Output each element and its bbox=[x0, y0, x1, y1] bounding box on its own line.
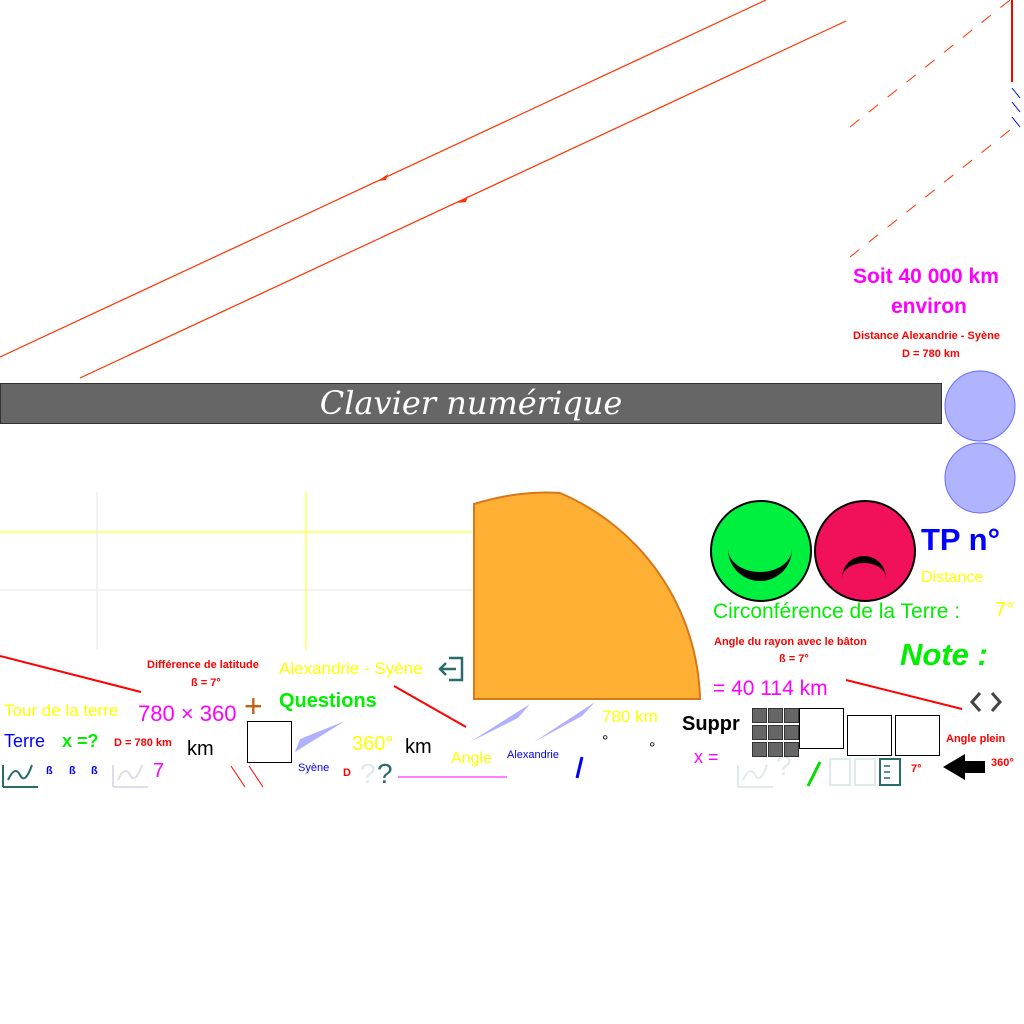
dashed-line bbox=[849, 129, 1011, 258]
beta-symbol: ß bbox=[46, 765, 53, 777]
help-icon[interactable]: ? bbox=[377, 758, 393, 789]
arc-mark bbox=[230, 765, 246, 788]
km780-label: 780 km bbox=[602, 707, 658, 726]
happy-smiley-button[interactable] bbox=[710, 500, 812, 602]
soit-label: Soit 40 000 km bbox=[853, 265, 999, 288]
hatch-line bbox=[1011, 87, 1021, 99]
slash-mark bbox=[575, 756, 584, 779]
angry-smiley-button[interactable] bbox=[814, 500, 916, 602]
tour-label: Tour de la terre bbox=[4, 701, 119, 720]
slash-mark bbox=[806, 761, 822, 787]
arrow-icon bbox=[378, 174, 388, 181]
diff-lat-label: Différence de latitude bbox=[147, 659, 259, 671]
circonference-label: Circonférence de la Terre : bbox=[713, 600, 961, 623]
beta7-label: ß = 7° bbox=[779, 653, 809, 665]
suppr-button[interactable]: Suppr bbox=[682, 713, 740, 735]
hatch-line bbox=[1011, 101, 1021, 113]
angle-wedge bbox=[534, 702, 595, 742]
answer-box[interactable] bbox=[847, 715, 892, 756]
km1-label: km bbox=[187, 738, 214, 760]
km2-label: km bbox=[405, 736, 432, 758]
alex-syene-label: Alexandrie - Syène bbox=[279, 659, 423, 678]
help-icon[interactable]: ? bbox=[360, 758, 376, 789]
header-title: Clavier numérique bbox=[319, 384, 623, 422]
dashed-line bbox=[849, 0, 1011, 128]
deg7b-label: 7° bbox=[911, 763, 922, 775]
checklist-icon bbox=[879, 758, 901, 786]
red-line bbox=[0, 655, 142, 693]
header-bar: Clavier numérique bbox=[0, 383, 942, 424]
xeq-label: x = bbox=[694, 747, 719, 767]
seven-label: 7 bbox=[153, 760, 165, 782]
checklist-lines bbox=[884, 765, 890, 779]
checklist-icon bbox=[829, 758, 851, 786]
earth-quarter bbox=[473, 491, 702, 700]
angle-wedge bbox=[470, 704, 530, 742]
plus-button[interactable]: + bbox=[244, 688, 263, 724]
degree-symbol: ° bbox=[649, 740, 656, 757]
d780b-label: D = 780 km bbox=[114, 737, 172, 749]
graph-icon bbox=[112, 764, 148, 788]
circle-button bbox=[944, 442, 1016, 514]
d780-label: D = 780 km bbox=[902, 348, 960, 360]
environ-label: environ bbox=[891, 295, 967, 318]
deg7-label: 7° bbox=[995, 599, 1015, 621]
note-label: Note : bbox=[900, 637, 988, 672]
beta-symbol: ß bbox=[69, 765, 76, 777]
angle-label: Angle bbox=[451, 750, 492, 767]
syene-label: Syène bbox=[298, 762, 330, 774]
distance-as-label: Distance Alexandrie - Syène bbox=[853, 330, 1000, 342]
code-icon bbox=[969, 692, 1003, 712]
degree-symbol: ° bbox=[602, 733, 609, 750]
terre-label: Terre bbox=[4, 731, 46, 751]
answer-box[interactable] bbox=[895, 715, 940, 756]
deg360-label: 360° bbox=[991, 757, 1014, 769]
checklist-icon bbox=[854, 758, 876, 786]
angle-wedge bbox=[295, 721, 345, 752]
beta-symbol: ß bbox=[91, 765, 98, 777]
angle-plein-label: Angle plein bbox=[946, 733, 1006, 745]
red-line bbox=[393, 685, 467, 728]
hatch-line bbox=[1011, 116, 1021, 128]
arc-mark bbox=[248, 765, 264, 788]
calc-label: 780 × 360 bbox=[138, 701, 237, 726]
graph-icon bbox=[737, 764, 773, 788]
deg360b-label: 360° bbox=[352, 733, 394, 755]
alexandrie-label: Alexandrie bbox=[507, 749, 559, 761]
questions-button[interactable]: Questions bbox=[279, 690, 377, 712]
back-arrow-icon bbox=[943, 754, 985, 780]
red-line bbox=[845, 679, 963, 710]
tp-label: TP n° bbox=[921, 522, 1000, 557]
help-icon[interactable]: ? bbox=[776, 750, 792, 781]
circle-button bbox=[944, 370, 1016, 442]
graph-icon bbox=[2, 764, 38, 788]
exit-icon bbox=[438, 656, 464, 682]
result-label: = 40 114 km bbox=[713, 677, 828, 700]
angle-rayon-label: Angle du rayon avec le bâton bbox=[714, 636, 867, 648]
xq-label: x =? bbox=[62, 731, 99, 751]
d-label: D bbox=[343, 767, 351, 779]
distance-label: Distance bbox=[921, 569, 984, 586]
arrow-icon bbox=[458, 196, 468, 203]
answer-box[interactable] bbox=[247, 721, 292, 763]
beta7b-label: ß = 7° bbox=[191, 677, 221, 689]
answer-box[interactable] bbox=[799, 708, 844, 749]
